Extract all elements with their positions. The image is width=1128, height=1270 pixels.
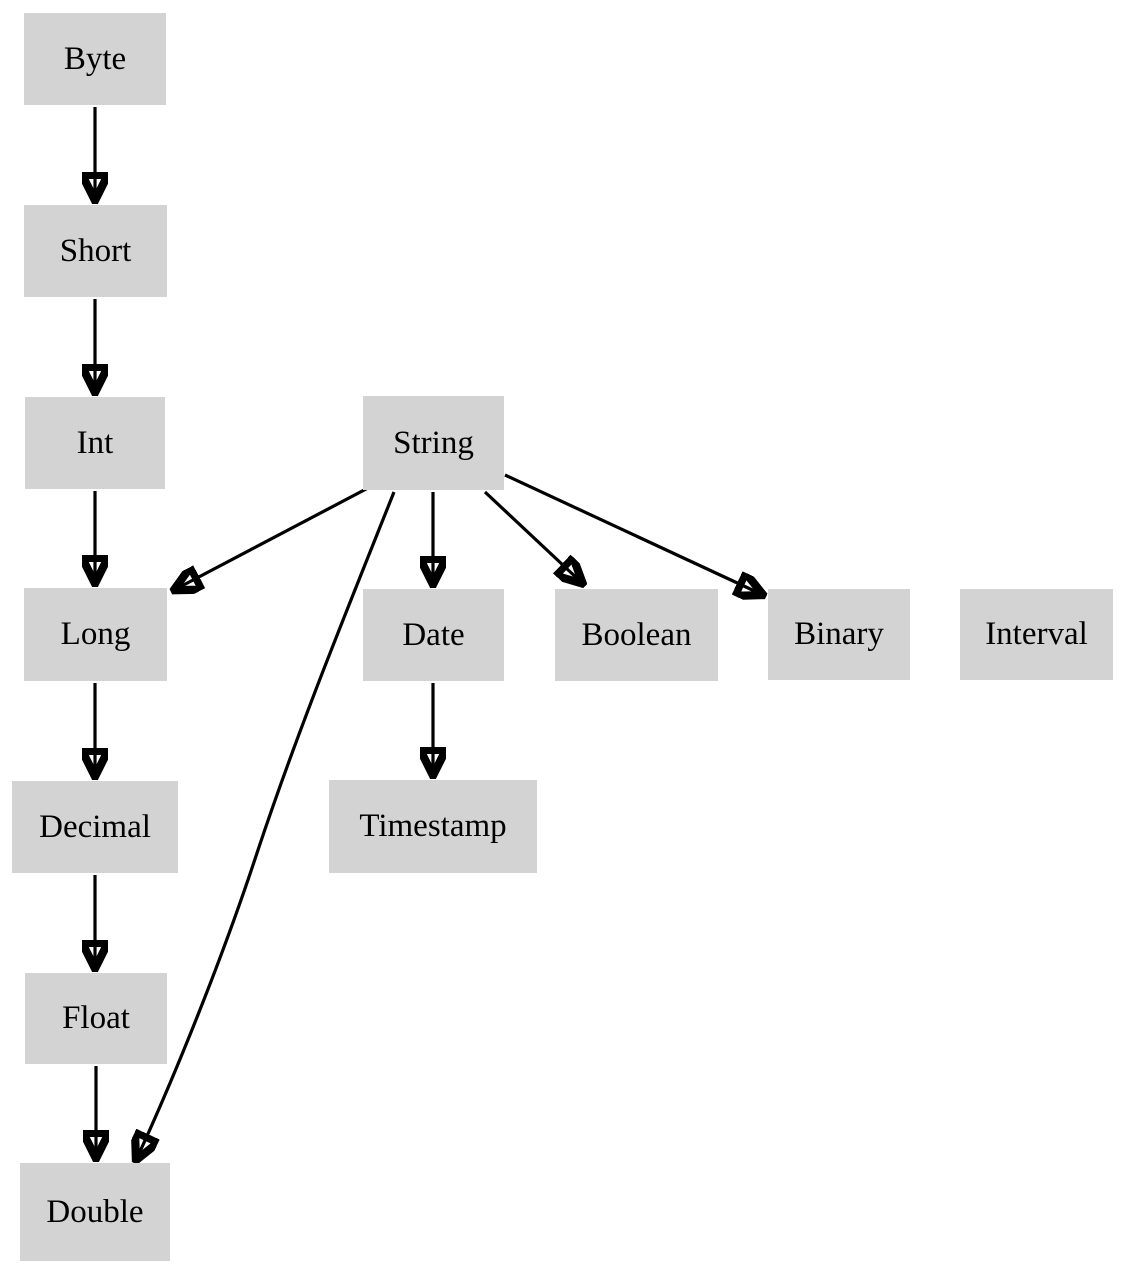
- edge-string-binary: [504, 473, 761, 594]
- node-byte: Byte: [24, 13, 166, 105]
- node-timestamp: Timestamp: [329, 780, 537, 873]
- node-long: Long: [24, 588, 167, 681]
- node-short: Short: [24, 205, 167, 297]
- node-interval: Interval: [960, 589, 1113, 680]
- edge-string-long: [176, 486, 369, 589]
- node-double: Double: [20, 1163, 170, 1261]
- node-decimal: Decimal: [12, 781, 178, 873]
- node-float: Float: [25, 973, 167, 1064]
- node-boolean: Boolean: [555, 589, 718, 681]
- node-binary: Binary: [768, 589, 910, 680]
- node-string: String: [363, 396, 504, 490]
- node-int: Int: [25, 397, 165, 489]
- node-date: Date: [363, 589, 504, 681]
- edge-string-boolean: [483, 490, 581, 582]
